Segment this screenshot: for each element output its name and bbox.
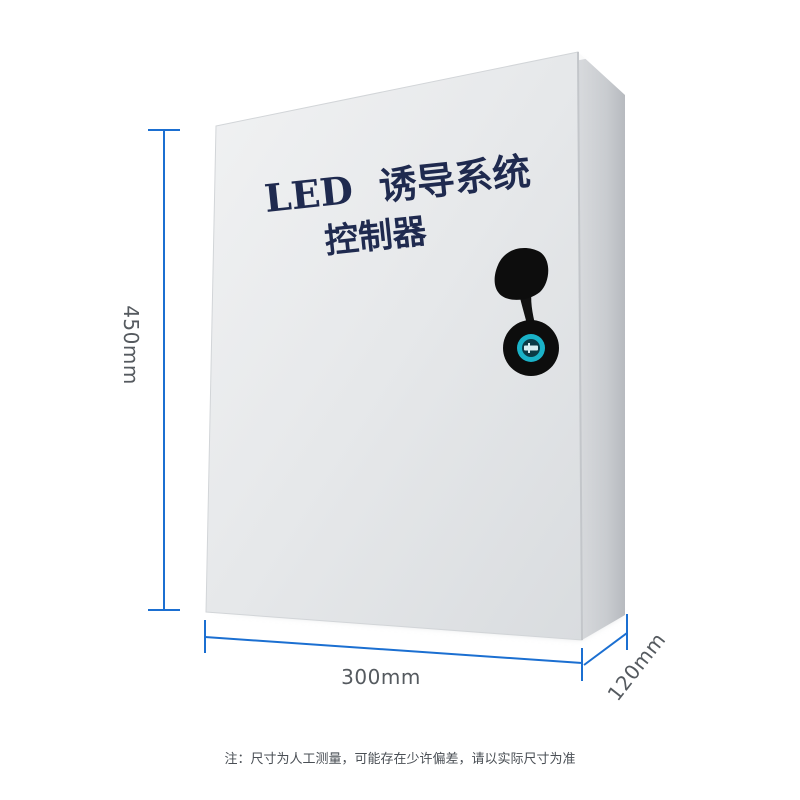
door-edge-highlight — [577, 51, 583, 641]
depth-dimension-label: 120mm — [603, 628, 671, 706]
control-cabinet: LED 诱导系统 控制器 — [205, 51, 625, 641]
width-dimension-label: 300mm — [341, 665, 421, 689]
keyhole-icon — [524, 343, 538, 353]
height-dimension-label: 450mm — [119, 305, 143, 385]
lock-cover — [494, 248, 549, 300]
width-dimension: 300mm — [204, 620, 583, 689]
width-dimension-line — [204, 636, 583, 664]
cabinet-side-panel — [578, 52, 625, 640]
height-dimension: 450mm — [119, 129, 180, 611]
cabinet-lock-icon — [494, 248, 559, 376]
measurement-note: 注：尺寸为人工测量，可能存在少许偏差，请以实际尺寸为准 — [224, 752, 576, 767]
depth-dimension-line — [583, 632, 628, 666]
